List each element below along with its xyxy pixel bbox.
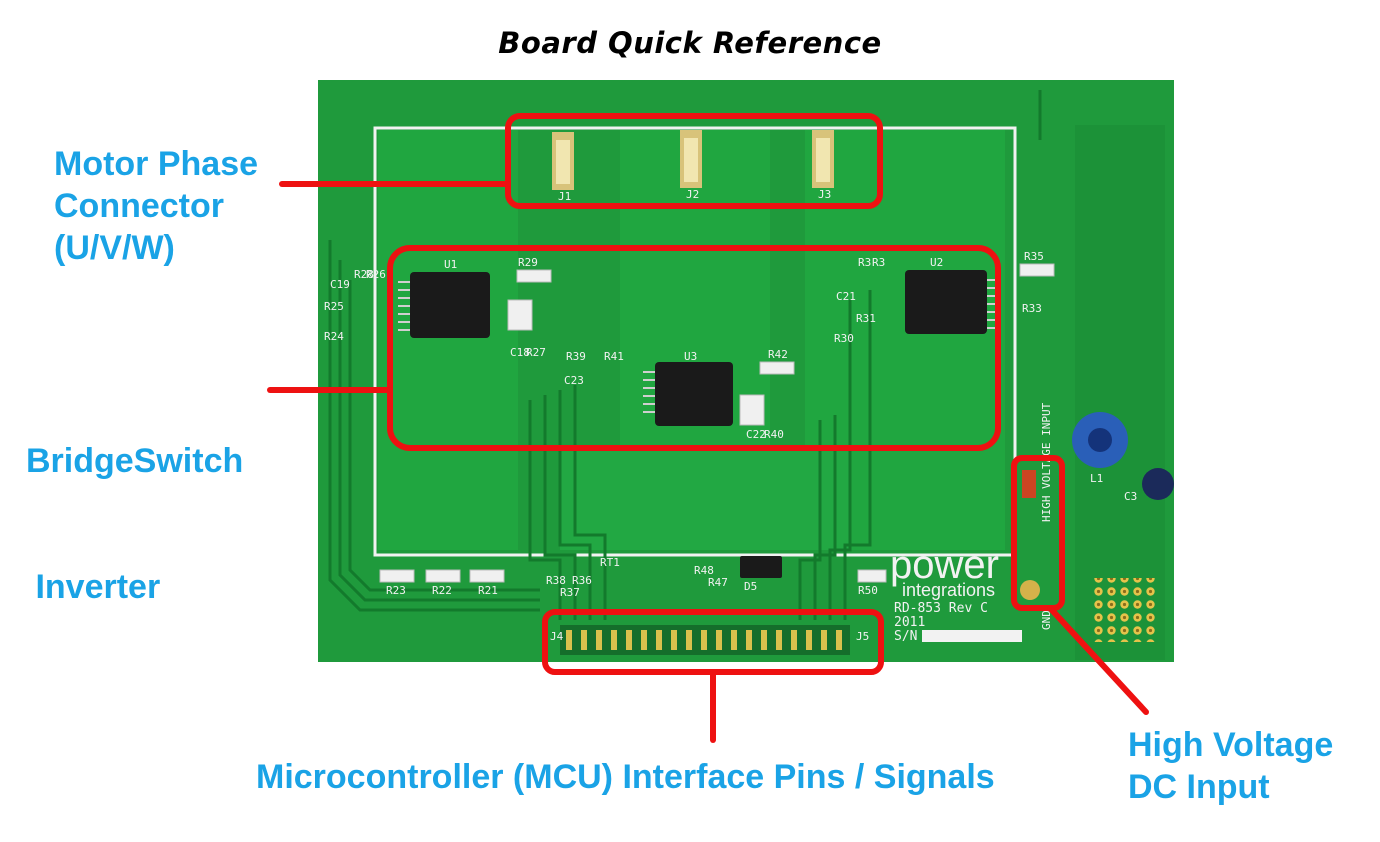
inductor-core xyxy=(1088,428,1112,452)
page-title: Board Quick Reference xyxy=(498,26,882,60)
label-r27: R27 xyxy=(526,346,546,359)
callout-hv-input: High Voltage DC Input xyxy=(1128,724,1333,808)
label-u1: U1 xyxy=(444,258,457,271)
callout-bridgeswitch-line1: BridgeSwitch xyxy=(26,442,244,480)
label-c23: C23 xyxy=(564,374,584,387)
label-r29: R29 xyxy=(518,256,538,269)
callout-motor-phase-line3: (U/V/W) xyxy=(54,229,175,267)
label-j5: J5 xyxy=(856,630,869,643)
label-r25: R25 xyxy=(324,300,344,313)
callout-motor-phase-line1: Motor Phase xyxy=(54,145,259,183)
callout-motor-phase: Motor Phase Connector (U/V/W) xyxy=(54,143,258,269)
label-r24: R24 xyxy=(324,330,344,343)
label-c22: C22 xyxy=(746,428,766,441)
label-c21: C21 xyxy=(836,290,856,303)
callout-bridgeswitch: BridgeSwitch Inverter xyxy=(26,356,243,650)
callout-hv-input-line1: High Voltage xyxy=(1128,726,1334,764)
label-c3: C3 xyxy=(1124,490,1137,503)
label-l1: L1 xyxy=(1090,472,1103,485)
label-r3b: R3 xyxy=(872,256,885,269)
hv-region xyxy=(1075,125,1165,660)
callout-hv-input-line2: DC Input xyxy=(1128,768,1270,806)
label-r38: R38 xyxy=(546,574,566,587)
label-u2: U2 xyxy=(930,256,943,269)
callout-motor-phase-line2: Connector xyxy=(54,187,224,225)
hv-terminal xyxy=(1022,470,1036,498)
gnd-label: GND xyxy=(1040,610,1053,630)
label-r42: R42 xyxy=(768,348,788,361)
label-r23: R23 xyxy=(386,584,406,597)
callout-bridgeswitch-line2: Inverter xyxy=(26,568,161,606)
label-d5: D5 xyxy=(744,580,757,593)
label-r48: R48 xyxy=(694,564,714,577)
proto-grid xyxy=(1093,578,1159,642)
label-r21: R21 xyxy=(478,584,498,597)
label-j1: J1 xyxy=(558,190,571,203)
label-r30: R30 xyxy=(834,332,854,345)
label-r36: R36 xyxy=(572,574,592,587)
board-sn-label: S/N xyxy=(894,629,917,644)
sn-box xyxy=(922,630,1022,642)
label-r26: R26 xyxy=(366,268,386,281)
brand-power: power xyxy=(890,543,999,587)
label-j3: J3 xyxy=(818,188,831,201)
label-r35: R35 xyxy=(1024,250,1044,263)
label-r50: R50 xyxy=(858,584,878,597)
label-r33: R33 xyxy=(1022,302,1042,315)
hv-input-label: HIGH VOLTAGE INPUT xyxy=(1040,402,1053,522)
label-r28: R28 xyxy=(354,268,374,281)
label-j2: J2 xyxy=(686,188,699,201)
label-j4: J4 xyxy=(550,630,564,643)
label-r31: R31 xyxy=(856,312,876,325)
label-u3: U3 xyxy=(684,350,697,363)
board-year: 2011 xyxy=(894,615,925,630)
callout-mcu: Microcontroller (MCU) Interface Pins / S… xyxy=(256,758,995,796)
label-rt1: RT1 xyxy=(600,556,620,569)
mcu-header-pins xyxy=(560,625,850,655)
label-r39: R39 xyxy=(566,350,586,363)
label-r22: R22 xyxy=(432,584,452,597)
label-c19: C19 xyxy=(330,278,350,291)
label-r37: R37 xyxy=(560,586,580,599)
label-r47: R47 xyxy=(708,576,728,589)
board-model: RD-853 Rev C xyxy=(894,601,988,616)
label-r41: R41 xyxy=(604,350,624,363)
copper-pour-bottom xyxy=(560,450,850,550)
gnd-terminal xyxy=(1020,580,1040,600)
brand-integrations: integrations xyxy=(902,580,995,600)
copper-pour-left xyxy=(378,130,518,550)
label-r40: R40 xyxy=(764,428,784,441)
label-r3a: R3 xyxy=(858,256,871,269)
capacitor-c3 xyxy=(1142,468,1174,500)
